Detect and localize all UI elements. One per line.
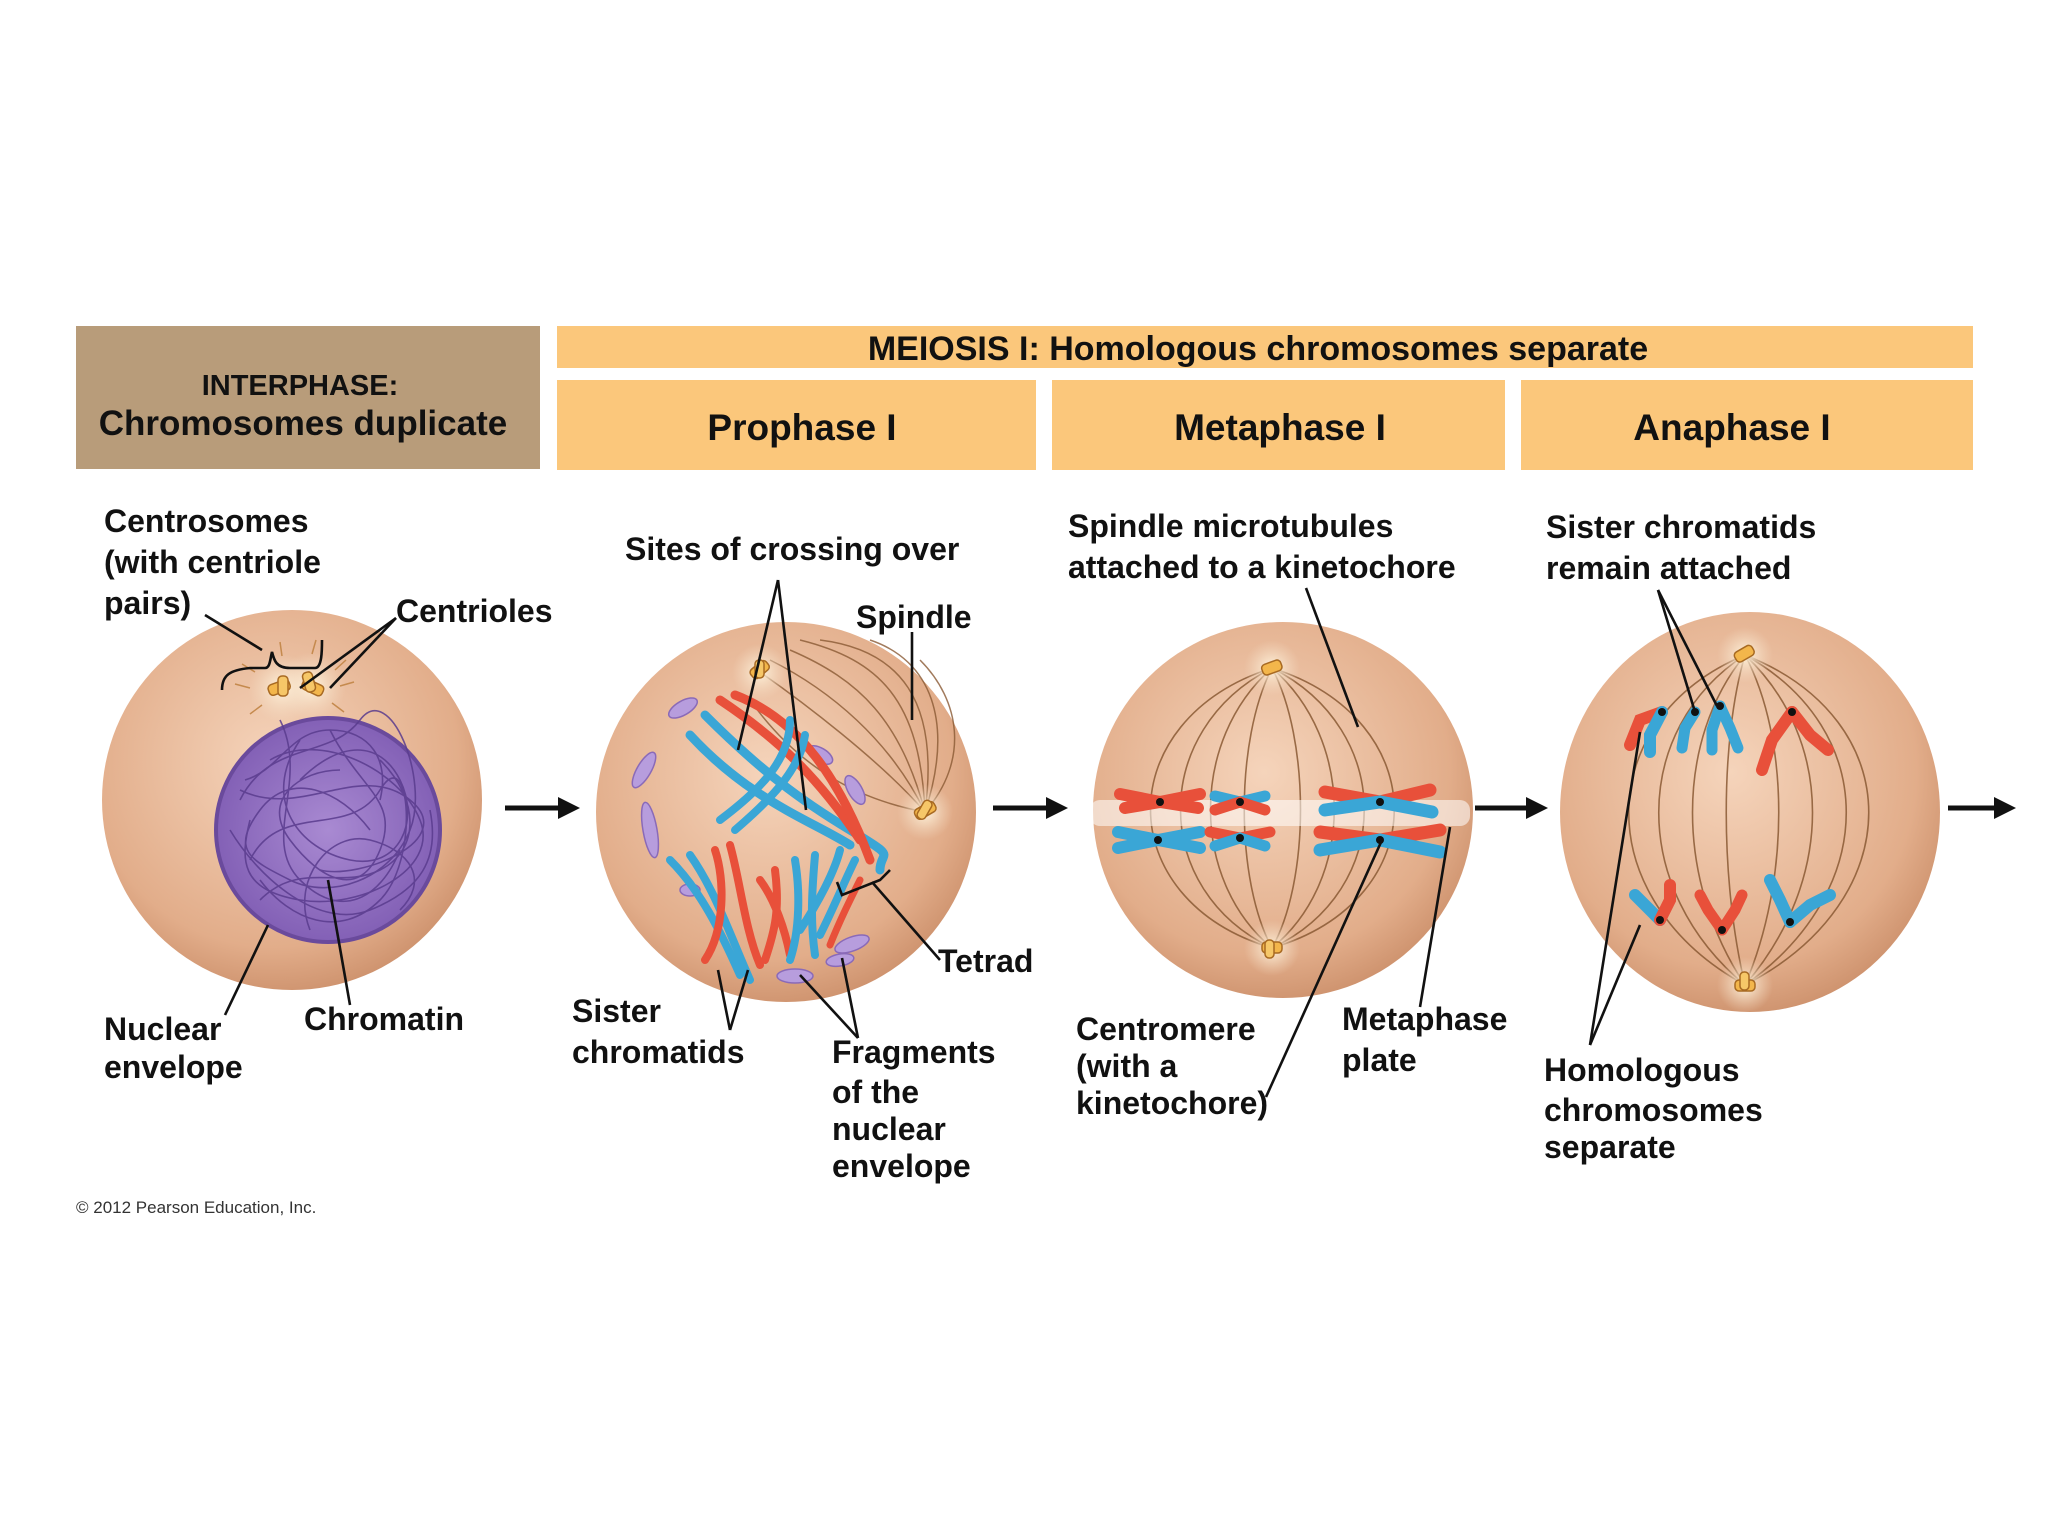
anaphase-spindle — [1628, 654, 1870, 986]
arrow-icon — [1948, 797, 2016, 819]
arrow-icon — [505, 797, 580, 819]
label-spindle: Spindle — [856, 599, 972, 635]
anaphase-centromeres — [1656, 702, 1796, 934]
nucleus — [214, 710, 442, 944]
label-centromere-3: kinetochore) — [1076, 1085, 1268, 1121]
prophase-cell — [596, 622, 976, 1002]
label-sites-crossing: Sites of crossing over — [625, 531, 959, 567]
label-fragments-2: of the — [832, 1074, 919, 1110]
label-metaphase-plate-1: Metaphase — [1342, 1001, 1507, 1037]
label-fragments-1: Fragments — [832, 1034, 996, 1070]
label-sister-chromatids-1: Sister — [572, 993, 661, 1029]
label-spindle-microtubules-1: Spindle microtubules — [1068, 508, 1393, 544]
prophase-title: Prophase I — [707, 407, 896, 448]
label-homologous-2: chromosomes — [1544, 1092, 1763, 1128]
meiosis-title: MEIOSIS I: Homologous chromosomes separa… — [868, 330, 1648, 368]
label-centromere-1: Centromere — [1076, 1011, 1256, 1047]
label-centromere-2: (with a — [1076, 1048, 1178, 1084]
anaphase-title: Anaphase I — [1633, 407, 1830, 448]
label-tetrad: Tetrad — [938, 943, 1033, 979]
label-sister-attached-1: Sister chromatids — [1546, 509, 1816, 545]
label-sister-chromatids-2: chromatids — [572, 1034, 744, 1070]
anaphase-chromosomes — [1624, 700, 1836, 936]
interphase-caps: INTERPHASE: — [202, 370, 399, 402]
phase-header-anaphase: Anaphase I — [1521, 380, 1973, 470]
label-metaphase-plate-2: plate — [1342, 1042, 1417, 1078]
label-nuclear-envelope-2: envelope — [104, 1049, 243, 1085]
label-centrioles: Centrioles — [396, 593, 552, 629]
label-chromatin: Chromatin — [304, 1001, 464, 1037]
anaphase-cell — [1560, 612, 1940, 1013]
label-centrosomes-2: (with centriole — [104, 544, 321, 580]
label-fragments-4: envelope — [832, 1148, 971, 1184]
label-homologous-3: separate — [1544, 1129, 1676, 1165]
labels: Centrosomes (with centriole pairs) Centr… — [104, 503, 1816, 1184]
interphase-subtitle: Chromosomes duplicate — [99, 404, 507, 443]
interphase-cell — [102, 610, 482, 990]
prophase-chromosomes — [666, 690, 889, 984]
label-centrosomes-3: pairs) — [104, 585, 191, 621]
copyright: © 2012 Pearson Education, Inc. — [76, 1198, 316, 1217]
progression-arrows — [505, 797, 2016, 819]
leader-lines — [204, 579, 1719, 1098]
label-spindle-microtubules-2: attached to a kinetochore — [1068, 549, 1456, 585]
arrow-icon — [1475, 797, 1548, 819]
label-nuclear-envelope-1: Nuclear — [104, 1011, 221, 1047]
label-centrosomes-1: Centrosomes — [104, 503, 309, 539]
phase-header-prophase: Prophase I — [557, 380, 1036, 470]
arrow-icon — [993, 797, 1068, 819]
label-sister-attached-2: remain attached — [1546, 550, 1791, 586]
interphase-header: INTERPHASE: Chromosomes duplicate — [76, 326, 540, 469]
metaphase-cell — [1090, 622, 1473, 998]
label-homologous-1: Homologous — [1544, 1052, 1740, 1088]
metaphase-title: Metaphase I — [1174, 407, 1386, 448]
label-fragments-3: nuclear — [832, 1111, 946, 1147]
phase-header-metaphase: Metaphase I — [1052, 380, 1505, 470]
meiosis-header: MEIOSIS I: Homologous chromosomes separa… — [557, 326, 1973, 368]
